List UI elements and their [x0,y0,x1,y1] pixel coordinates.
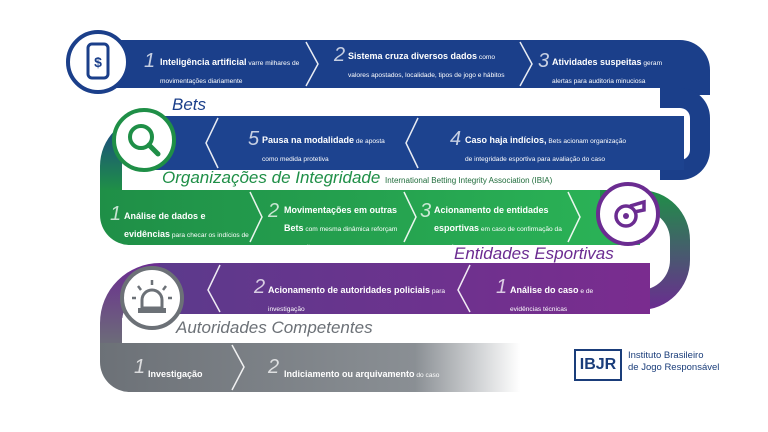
authorities-step-1: Investigação [148,369,203,379]
bets-label: Bets [172,95,207,114]
bets-turn-right [660,88,710,180]
sports-step-1: Análise do caso e de evidências técnicas [510,285,594,313]
whistle-icon [596,182,660,246]
bets-step-number: 1 [144,50,156,72]
authorities-step-number: 2 [268,356,280,378]
bets-step-number: 2 [334,44,346,66]
integrity-step-number: 1 [110,203,122,225]
sports-label: Entidades Esportivas [454,244,614,263]
bets-step-1: Inteligência artificial varre milhares d… [160,57,300,85]
integrity-step-number: 3 [420,200,432,222]
bets-step-5: Pausa na modalidade de aposta como medid… [262,135,385,163]
integrity-step-1: Análise de dados e evidências para checa… [124,211,249,257]
integrity-white-lane [122,172,600,186]
ibjr-logo-mark: IBJR [574,349,622,381]
bets-step-3: Atividades suspeitas geram alertas para … [552,57,663,85]
lane-authorities [122,318,552,338]
bets-band-top [100,40,710,95]
lane-sports [150,246,600,260]
turn-integrity-sports [600,190,690,310]
integrity-step-2: Movimentações em outras Bets com mesma d… [284,205,398,251]
ibjr-logo: IBJR Instituto Brasileiro de Jogo Respon… [574,349,734,385]
bets-step-2: Sistema cruza diversos dados como valore… [348,51,505,97]
bets-step-number: 4 [450,128,462,150]
lane-bets [100,92,660,108]
integrity-band [100,190,640,245]
bets-step-4: Caso haja indícios, Bets acionam organiz… [465,135,627,163]
integrity-step-number: 2 [268,200,280,222]
sports-step-number: 2 [254,276,266,298]
authorities-band [100,343,520,392]
sports-step-number: 1 [496,276,508,298]
magnifier-icon [112,108,176,172]
authorities-label: Autoridades Competentes [176,318,373,337]
integrity-step-3: Acionamento de entidades esportivas em c… [434,205,562,251]
chevrons [205,41,581,391]
authorities-step-2: Indiciamento ou arquivamento do caso [284,369,440,379]
integrity-sublabel: International Betting Integrity Associat… [385,176,553,185]
authorities-step-number: 1 [134,356,146,378]
phone-dollar-icon: $ [66,30,130,94]
integrity-label: Organizações de Integridade Internationa… [162,168,553,187]
svg-text:$: $ [94,54,102,70]
bets-step-number: 5 [248,128,260,150]
sports-step-2: Acionamento de autoridades policiais par… [268,285,446,313]
bets-step-number: 3 [538,50,550,72]
bets-band-bottom [150,116,684,170]
ibjr-logo-text: Instituto Brasileiro de Jogo Responsável [628,350,720,374]
sports-band [160,263,650,314]
siren-icon [120,266,184,330]
